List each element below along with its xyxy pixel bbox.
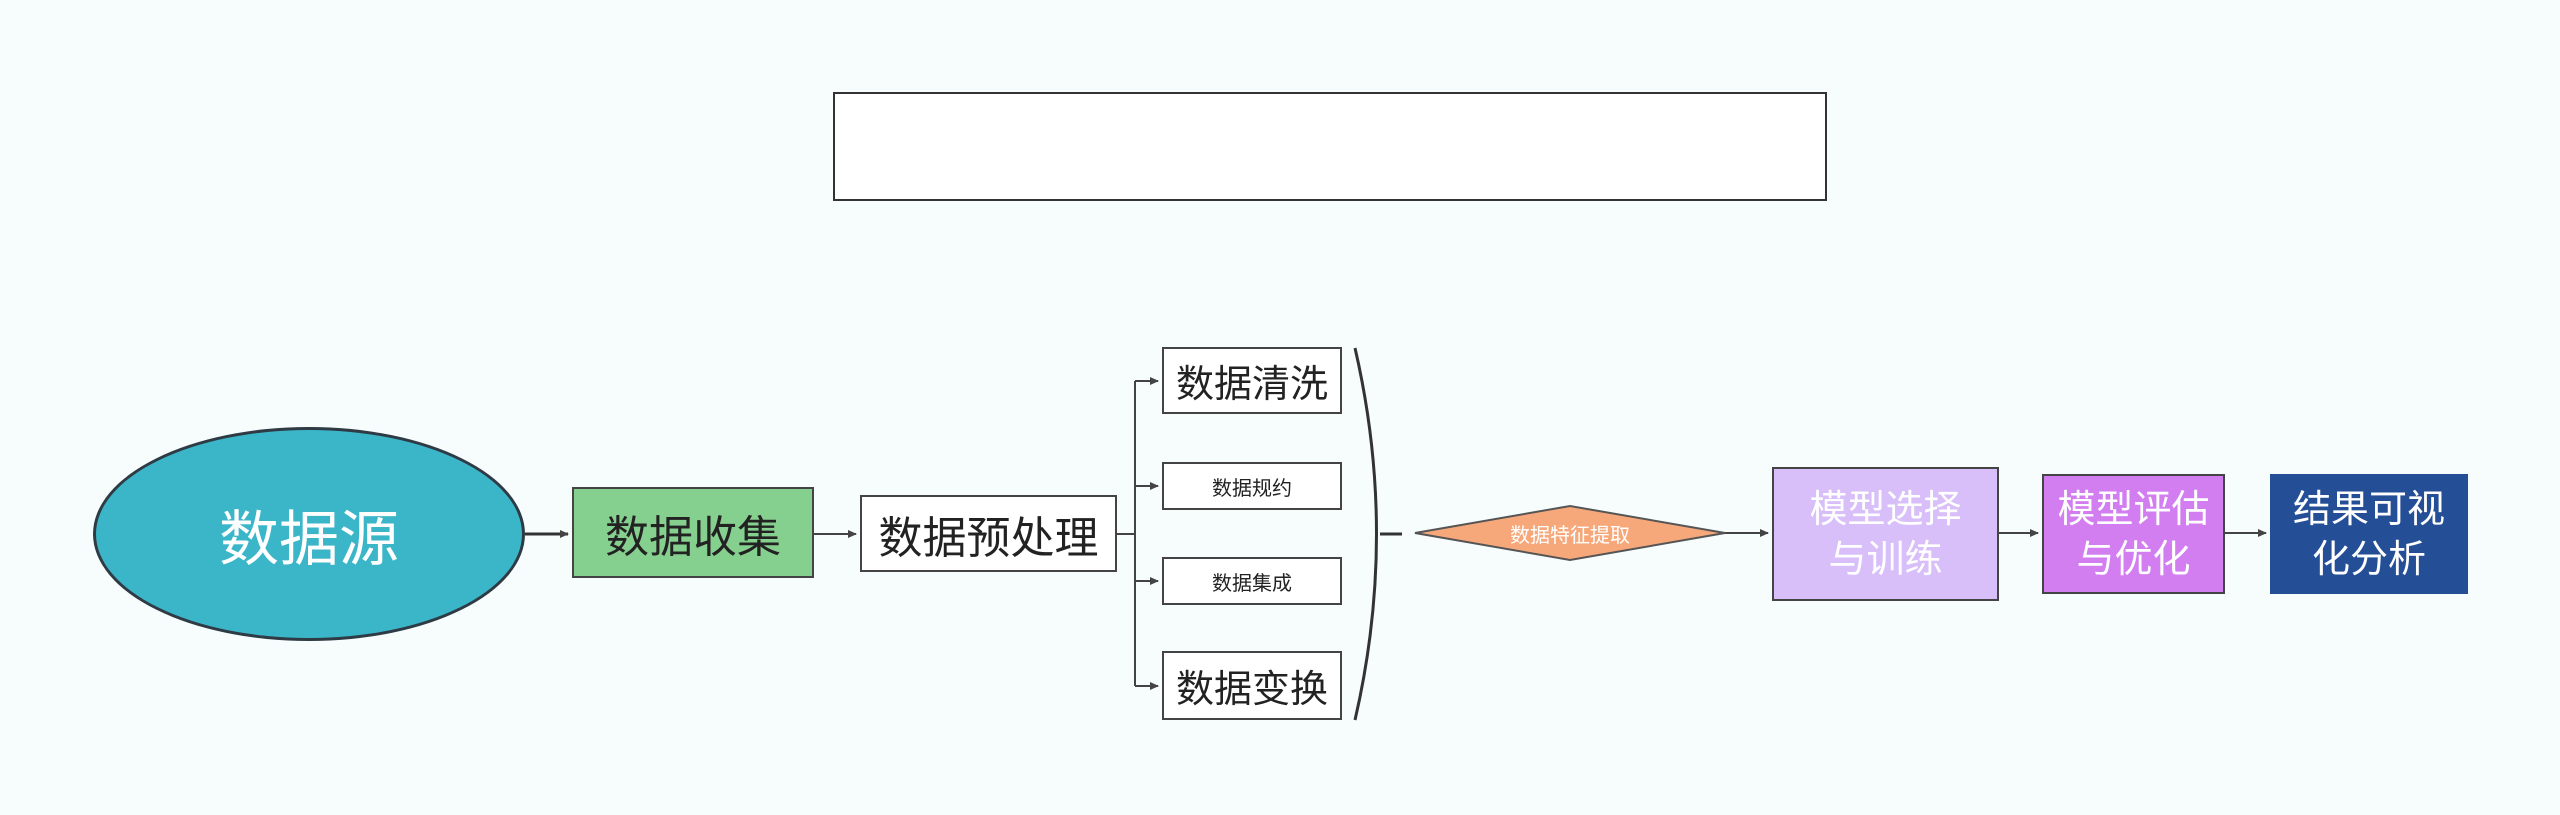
- node-data-integrate: 数据集成: [1162, 557, 1342, 605]
- node-data-preprocess: 数据预处理: [860, 495, 1117, 572]
- branch-connector: [1117, 377, 1159, 690]
- node-data-clean: 数据清洗: [1162, 347, 1342, 414]
- node-data-source: 数据源: [93, 427, 525, 641]
- node-model-select: 模型选择 与训练: [1772, 467, 1999, 601]
- node-data-collect: 数据收集: [572, 487, 814, 578]
- node-model-eval: 模型评估 与优化: [2042, 474, 2225, 594]
- node-data-reduce: 数据规约: [1162, 462, 1342, 510]
- group-bracket: [1353, 347, 1378, 721]
- node-data-transform: 数据变换: [1162, 651, 1342, 720]
- feature-extraction-label: 数据特征提取: [1510, 522, 1630, 547]
- visualize-label: 结果可视 化分析: [2292, 487, 2445, 581]
- model-eval-label: 模型评估 与优化: [2057, 487, 2210, 581]
- node-visualize: 结果可视 化分析: [2270, 474, 2468, 594]
- title-box: [833, 92, 1827, 201]
- model-select-label: 模型选择 与训练: [1809, 487, 1962, 581]
